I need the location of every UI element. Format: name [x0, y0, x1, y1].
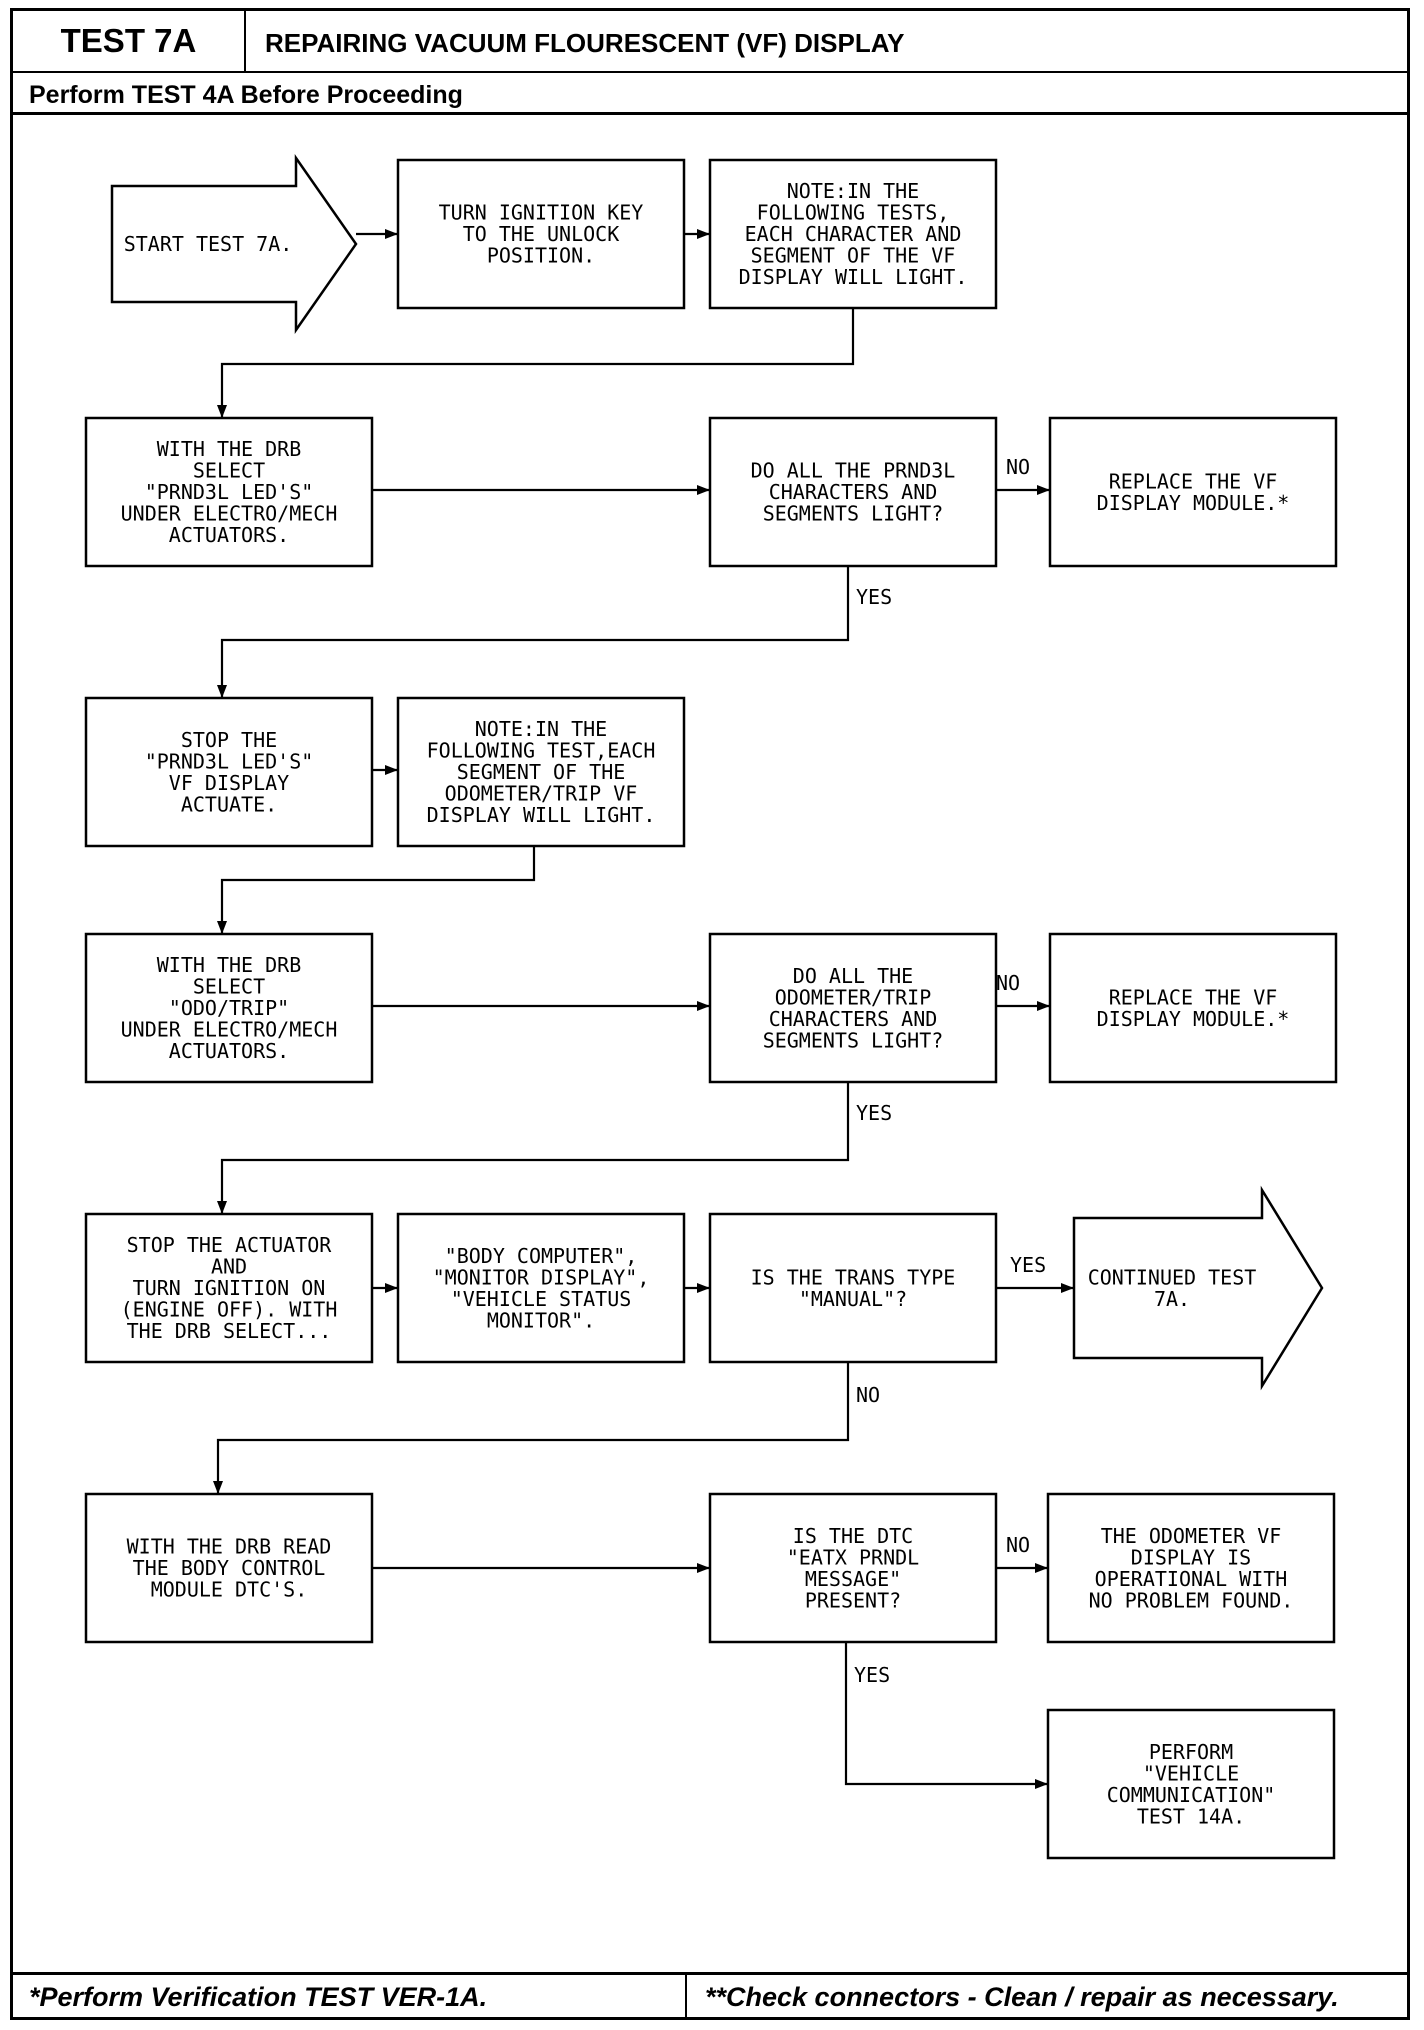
- edge-start-ignition: [356, 229, 398, 239]
- edge-label-odo-no: NO: [996, 971, 1020, 995]
- edge-note-select-odo: [217, 846, 536, 934]
- footer-bar: *Perform Verification TEST VER-1A. **Che…: [13, 1972, 1407, 2017]
- edge-manual-no: [213, 1362, 850, 1494]
- node-text: "BODY COMPUTER","MONITOR DISPLAY","VEHIC…: [433, 1244, 650, 1333]
- node-start: START TEST 7A.: [110, 154, 358, 334]
- edge-label-prnd3l-no: NO: [1006, 455, 1030, 479]
- edge-manual-yes: [996, 1283, 1074, 1293]
- footnote-verification: *Perform Verification TEST VER-1A.: [13, 1975, 687, 2017]
- footnote-connectors: **Check connectors - Clean / repair as n…: [705, 1982, 1339, 2012]
- edge-body-q-manual: [684, 1283, 710, 1293]
- test-id: TEST 7A: [13, 11, 246, 71]
- edge-label-dtc-yes: YES: [854, 1663, 890, 1687]
- edge-ignition-note: [684, 229, 710, 239]
- node-body-computer: "BODY COMPUTER","MONITOR DISPLAY","VEHIC…: [396, 1212, 686, 1364]
- node-text: START TEST 7A.: [124, 232, 293, 256]
- edge-label-odo-yes: YES: [856, 1101, 892, 1125]
- edge-dtc-yes: [844, 1642, 1048, 1789]
- node-q-manual: IS THE TRANS TYPE"MANUAL"?: [708, 1212, 998, 1364]
- edge-odo-yes: [217, 1082, 850, 1214]
- edge-dtc-no: [996, 1563, 1048, 1573]
- edge-read-q-dtc: [372, 1563, 710, 1573]
- edge-label-prnd3l-yes: YES: [856, 585, 892, 609]
- edge-label-manual-yes: YES: [1010, 1253, 1046, 1277]
- page-title: REPAIRING VACUUM FLOURESCENT (VF) DISPLA…: [265, 28, 905, 58]
- edge-label-manual-no: NO: [856, 1383, 880, 1407]
- header-bar: TEST 7A REPAIRING VACUUM FLOURESCENT (VF…: [13, 11, 1407, 73]
- edge-select-q-odo: [372, 1001, 710, 1011]
- edge-prnd3l-no: [996, 485, 1050, 495]
- page-frame: TEST 7A REPAIRING VACUUM FLOURESCENT (VF…: [10, 8, 1410, 2020]
- edge-stop-body: [372, 1283, 398, 1293]
- edge-note-select-prnd3l: [217, 308, 855, 418]
- prerequisite-note: Perform TEST 4A Before Proceeding: [13, 73, 1407, 115]
- edge-prnd3l-yes: [217, 566, 850, 698]
- edge-select-q-prnd3l: [372, 485, 710, 495]
- edge-stop-note: [372, 765, 398, 775]
- edge-odo-no: [996, 1001, 1050, 1011]
- edge-label-dtc-no: NO: [1006, 1533, 1030, 1557]
- node-text: IS THE TRANS TYPE"MANUAL"?: [751, 1265, 956, 1311]
